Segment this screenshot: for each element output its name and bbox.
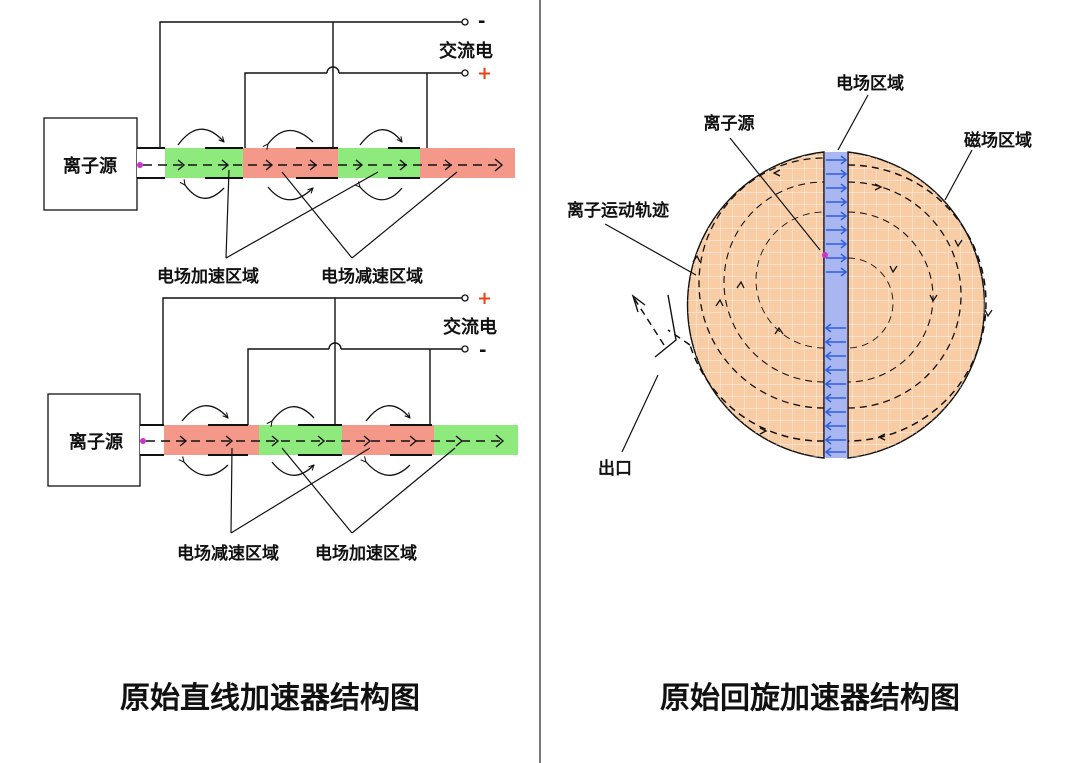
ac-power-label: 交流电: [443, 316, 497, 338]
ion-source-label: 离子源: [704, 113, 755, 134]
ion-trajectory: [633, 157, 987, 442]
accel-zone-label: 电场加速区域: [157, 266, 259, 287]
cyclotron: 电场区域 离子源 磁场区域 离子运动轨迹 出口: [567, 73, 1032, 479]
terminal-plus: +: [477, 288, 492, 309]
accel-zone: [165, 148, 243, 178]
ion-source-label: 离子源: [63, 155, 117, 177]
accel-zone: [338, 148, 420, 178]
ion-dot: [137, 162, 143, 168]
accel-zone-label: 电场加速区域: [315, 543, 417, 564]
decel-zone: [243, 148, 338, 178]
ion-source-label: 离子源: [69, 431, 123, 453]
magnetic-field-label: 磁场区域: [964, 130, 1032, 151]
accel-zone: [259, 425, 342, 455]
exit-notch: [654, 294, 677, 358]
linear-accelerator-bottom: 离子源 + - 交流电: [47, 288, 518, 564]
decel-zone: [420, 148, 515, 178]
decel-zone: [164, 425, 259, 455]
linear-accelerator-top: 离子源 - + 交流电: [43, 11, 515, 287]
ion-source-dot: [822, 252, 828, 258]
cyclotron-title: 原始回旋加速器结构图: [660, 681, 960, 716]
accel-zone: [434, 425, 518, 455]
ac-power-label: 交流电: [439, 40, 493, 62]
terminal-minus: -: [479, 340, 486, 361]
trajectory-label: 离子运动轨迹: [567, 200, 669, 221]
exit-label: 出口: [598, 458, 632, 479]
decel-zone: [342, 425, 434, 455]
terminal-plus: +: [477, 63, 492, 84]
decel-zone-label: 电场减速区域: [321, 266, 423, 287]
linear-accelerator-title: 原始直线加速器结构图: [120, 681, 420, 716]
decel-zone-label: 电场减速区域: [177, 543, 279, 564]
ion-dot: [140, 438, 146, 444]
terminal-minus: -: [478, 11, 485, 32]
electric-field-label: 电场区域: [836, 73, 904, 94]
